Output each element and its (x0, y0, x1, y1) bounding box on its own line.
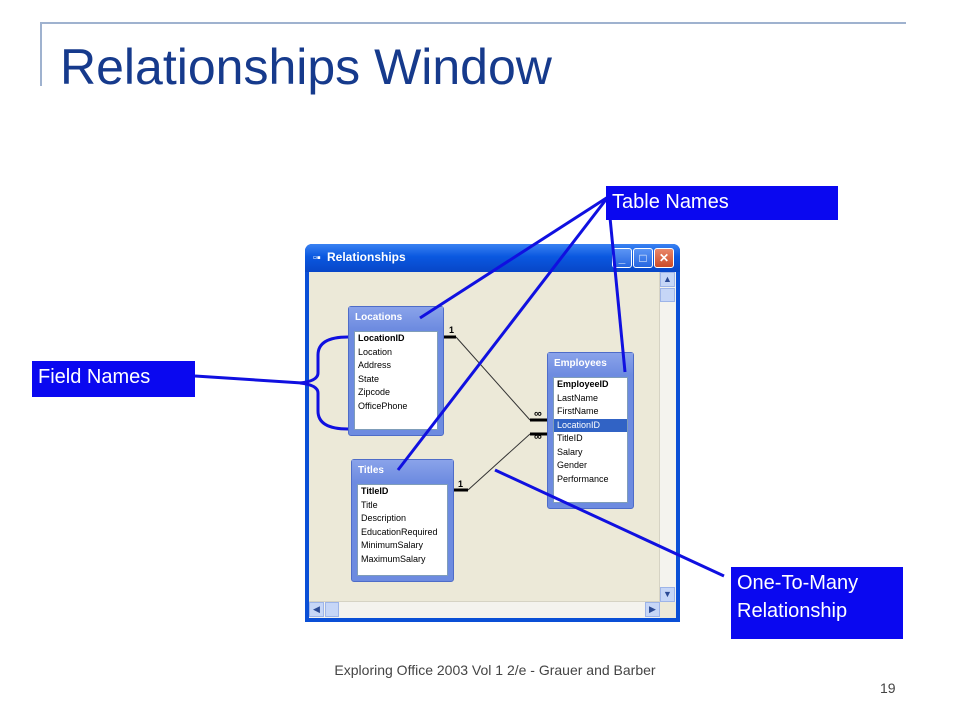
field-item[interactable]: MaximumSalary (361, 553, 426, 564)
table-name-employees[interactable]: Employees (548, 353, 633, 375)
field-names-pointer (194, 374, 303, 385)
field-item[interactable]: Gender (557, 460, 588, 470)
window-title: Relationships (327, 250, 406, 264)
field-item[interactable]: LocationID (358, 333, 405, 343)
minimize-icon[interactable]: _ (612, 248, 632, 268)
scroll-right-icon[interactable]: ▶ (645, 602, 660, 617)
slide-title: Relationships Window (60, 39, 552, 95)
table-name-locations[interactable]: Locations (349, 307, 443, 329)
slide-footer: Exploring Office 2003 Vol 1 2/e - Grauer… (334, 662, 656, 678)
field-item[interactable]: TitleID (557, 433, 583, 443)
table-titles[interactable]: Titles TitleID Title Description Educati… (351, 459, 454, 582)
field-item[interactable]: TitleID (361, 486, 389, 496)
field-item[interactable]: Location (358, 346, 393, 357)
field-item[interactable]: Performance (557, 473, 609, 484)
field-item[interactable]: LastName (557, 392, 599, 403)
callout-field-names: Field Names (32, 361, 195, 397)
scroll-down-icon[interactable]: ▼ (660, 587, 675, 602)
table-employees[interactable]: Employees EmployeeID LastName FirstName … (547, 352, 634, 509)
decorative-vertical-rule (40, 22, 42, 86)
field-list-locations[interactable]: LocationID Location Address State Zipcod… (354, 331, 438, 430)
field-item[interactable]: Zipcode (358, 387, 391, 397)
field-item-selected[interactable]: LocationID (554, 418, 627, 432)
scroll-thumb-vertical[interactable] (660, 288, 675, 302)
field-item[interactable]: OfficePhone (358, 400, 408, 411)
field-list-titles[interactable]: TitleID Title Description EducationRequi… (357, 484, 448, 576)
scroll-thumb-horizontal[interactable] (325, 602, 339, 617)
field-item[interactable]: Address (358, 360, 392, 370)
field-item[interactable]: State (358, 373, 380, 384)
callout-table-names: Table Names (606, 186, 838, 220)
table-locations[interactable]: Locations LocationID Location Address St… (348, 306, 444, 436)
field-item[interactable]: EmployeeID (557, 379, 609, 389)
scroll-up-icon[interactable]: ▲ (660, 272, 675, 287)
decorative-horizontal-rule (40, 22, 906, 24)
table-name-titles[interactable]: Titles (352, 460, 453, 482)
scrollbar-corner (660, 602, 676, 618)
field-item[interactable]: Description (361, 513, 407, 523)
page-number: 19 (880, 680, 896, 696)
field-item[interactable]: Salary (557, 446, 583, 457)
close-icon[interactable]: ✕ (654, 248, 674, 268)
vertical-scrollbar[interactable]: ▲ ▼ (659, 272, 676, 602)
field-item[interactable]: EducationRequired (361, 526, 438, 537)
window-titlebar[interactable]: ▫▪ Relationships _ □ ✕ (305, 244, 680, 272)
horizontal-scrollbar[interactable]: ◀ ▶ (309, 601, 660, 618)
maximize-icon[interactable]: □ (633, 248, 653, 268)
field-item[interactable]: Title (361, 499, 378, 510)
field-list-employees[interactable]: EmployeeID LastName FirstName LocationID… (553, 377, 628, 503)
field-item[interactable]: MinimumSalary (361, 540, 424, 550)
scroll-left-icon[interactable]: ◀ (309, 602, 324, 617)
relationships-icon: ▫▪ (313, 252, 321, 264)
field-item[interactable]: FirstName (557, 406, 599, 416)
callout-one-to-many: One-To-Many Relationship (731, 567, 903, 639)
